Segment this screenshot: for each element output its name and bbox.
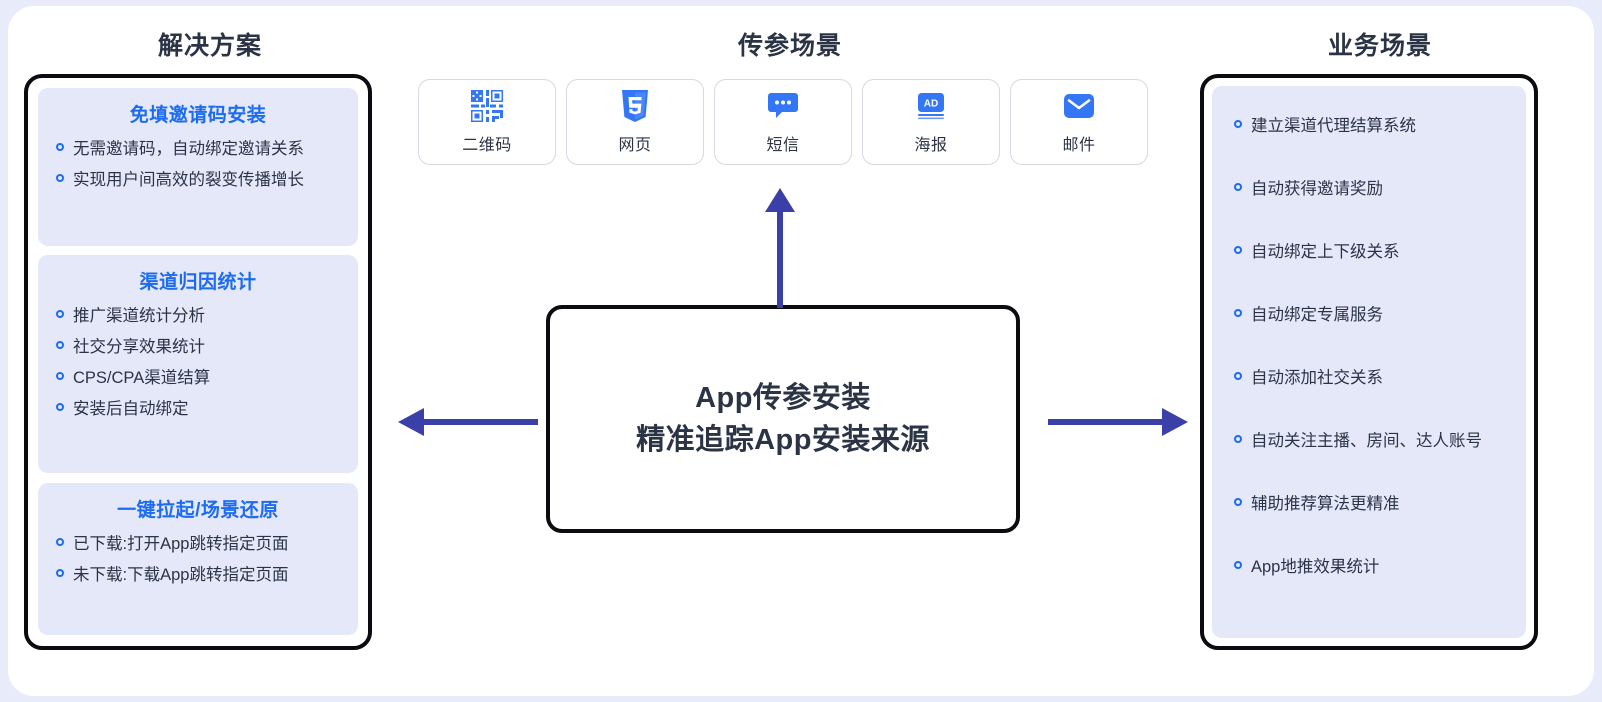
solution-bullet-list: 无需邀请码，自动绑定邀请关系 实现用户间高效的裂变传播增长 bbox=[38, 135, 358, 190]
bullet-ring-icon bbox=[56, 372, 64, 380]
list-item: 建立渠道代理结算系统 bbox=[1234, 112, 1526, 136]
scenario-card-label: 海报 bbox=[914, 136, 948, 154]
center-node-line2: 精准追踪App安装来源 bbox=[636, 424, 930, 456]
bullet-ring-icon bbox=[1234, 498, 1242, 506]
column-title-scenarios: 传参场景 bbox=[737, 32, 842, 60]
bullet-ring-icon bbox=[56, 341, 64, 349]
bullet-ring-icon bbox=[1234, 561, 1242, 569]
list-item: 辅助推荐算法更精准 bbox=[1234, 490, 1526, 514]
scenario-card-label: 二维码 bbox=[462, 136, 512, 154]
bullet-ring-icon bbox=[56, 143, 64, 151]
scenario-card-sms[interactable]: 短信 bbox=[714, 79, 852, 165]
list-item-label: 自动绑定专属服务 bbox=[1251, 306, 1383, 324]
scenario-card-qrcode[interactable]: 二维码 bbox=[418, 79, 556, 165]
ad-poster-icon: AD bbox=[916, 90, 946, 122]
list-item-label: 未下载:下载App跳转指定页面 bbox=[73, 566, 289, 584]
solution-block-attribution: 渠道归因统计 推广渠道统计分析 社交分享效果统计 CPS/CPA渠道结算 安装后… bbox=[38, 255, 358, 473]
list-item: 自动获得邀请奖励 bbox=[1234, 175, 1526, 199]
list-item-label: 已下载:打开App跳转指定页面 bbox=[73, 535, 289, 553]
arrow-left-to-solutions bbox=[398, 408, 538, 436]
list-item-label: 推广渠道统计分析 bbox=[73, 307, 205, 325]
list-item: 自动绑定上下级关系 bbox=[1234, 238, 1526, 262]
bullet-ring-icon bbox=[1234, 309, 1242, 317]
arrow-right-to-business bbox=[1048, 408, 1188, 436]
scenario-card-label: 短信 bbox=[766, 136, 800, 154]
solution-bullet-list: 推广渠道统计分析 社交分享效果统计 CPS/CPA渠道结算 安装后自动绑定 bbox=[38, 302, 358, 419]
scenario-card-webpage[interactable]: 网页 bbox=[566, 79, 704, 165]
list-item-label: App地推效果统计 bbox=[1251, 558, 1380, 576]
list-item: 推广渠道统计分析 bbox=[56, 302, 358, 326]
list-item-label: CPS/CPA渠道结算 bbox=[73, 369, 211, 387]
bullet-ring-icon bbox=[56, 174, 64, 182]
solution-block-title: 免填邀请码安装 bbox=[129, 105, 267, 126]
list-item: 安装后自动绑定 bbox=[56, 395, 358, 419]
list-item-label: 建立渠道代理结算系统 bbox=[1251, 117, 1416, 135]
bullet-ring-icon bbox=[56, 538, 64, 546]
scenario-card-label: 网页 bbox=[618, 136, 652, 154]
solution-block-title: 一键拉起/场景还原 bbox=[117, 500, 279, 521]
arrow-up-to-scenarios bbox=[765, 188, 795, 308]
bullet-ring-icon bbox=[1234, 120, 1242, 128]
list-item: 已下载:打开App跳转指定页面 bbox=[56, 530, 358, 554]
list-item: 自动关注主播、房间、达人账号 bbox=[1234, 427, 1526, 451]
business-bullet-list: 建立渠道代理结算系统 自动获得邀请奖励 自动绑定上下级关系 自动绑定专属服务 自… bbox=[1212, 112, 1526, 577]
list-item-label: 辅助推荐算法更精准 bbox=[1251, 495, 1400, 513]
list-item: 未下载:下载App跳转指定页面 bbox=[56, 561, 358, 585]
list-item-label: 无需邀请码，自动绑定邀请关系 bbox=[73, 140, 304, 158]
list-item-label: 安装后自动绑定 bbox=[73, 400, 189, 418]
list-item: 社交分享效果统计 bbox=[56, 333, 358, 357]
bullet-ring-icon bbox=[56, 310, 64, 318]
center-node-line1: App传参安装 bbox=[695, 381, 871, 414]
html5-icon bbox=[621, 89, 649, 122]
list-item: App地推效果统计 bbox=[1234, 553, 1526, 577]
list-item-label: 社交分享效果统计 bbox=[73, 338, 205, 356]
bullet-ring-icon bbox=[56, 403, 64, 411]
list-item-label: 自动添加社交关系 bbox=[1251, 369, 1383, 387]
column-title-business: 业务场景 bbox=[1327, 32, 1432, 60]
list-item-label: 自动获得邀请奖励 bbox=[1251, 180, 1383, 198]
center-node: App传参安装 精准追踪App安装来源 bbox=[546, 305, 1020, 533]
bullet-ring-icon bbox=[1234, 372, 1242, 380]
list-item: 无需邀请码，自动绑定邀请关系 bbox=[56, 135, 358, 159]
list-item-label: 实现用户间高效的裂变传播增长 bbox=[73, 171, 304, 189]
scenario-card-label: 邮件 bbox=[1062, 136, 1096, 154]
solution-bullet-list: 已下载:打开App跳转指定页面 未下载:下载App跳转指定页面 bbox=[38, 530, 358, 585]
solution-block-deeplink: 一键拉起/场景还原 已下载:打开App跳转指定页面 未下载:下载App跳转指定页… bbox=[38, 483, 358, 635]
list-item: 自动添加社交关系 bbox=[1234, 364, 1526, 388]
bullet-ring-icon bbox=[1234, 435, 1242, 443]
envelope-icon bbox=[1063, 90, 1095, 122]
list-item-label: 自动绑定上下级关系 bbox=[1251, 243, 1400, 261]
svg-text:AD: AD bbox=[924, 98, 938, 109]
list-item-label: 自动关注主播、房间、达人账号 bbox=[1251, 432, 1482, 450]
list-item: CPS/CPA渠道结算 bbox=[56, 364, 358, 388]
list-item: 实现用户间高效的裂变传播增长 bbox=[56, 166, 358, 190]
sms-bubble-icon bbox=[767, 90, 799, 122]
scenario-card-poster[interactable]: AD 海报 bbox=[862, 79, 1000, 165]
qrcode-icon bbox=[471, 89, 503, 122]
column-title-solutions: 解决方案 bbox=[157, 32, 262, 60]
bullet-ring-icon bbox=[1234, 246, 1242, 254]
list-item: 自动绑定专属服务 bbox=[1234, 301, 1526, 325]
bullet-ring-icon bbox=[56, 569, 64, 577]
business-scenarios-block: 建立渠道代理结算系统 自动获得邀请奖励 自动绑定上下级关系 自动绑定专属服务 自… bbox=[1212, 86, 1526, 638]
solution-block-invite-code: 免填邀请码安装 无需邀请码，自动绑定邀请关系 实现用户间高效的裂变传播增长 bbox=[38, 88, 358, 246]
scenario-card-email[interactable]: 邮件 bbox=[1010, 79, 1148, 165]
solution-block-title: 渠道归因统计 bbox=[139, 272, 257, 293]
bullet-ring-icon bbox=[1234, 183, 1242, 191]
